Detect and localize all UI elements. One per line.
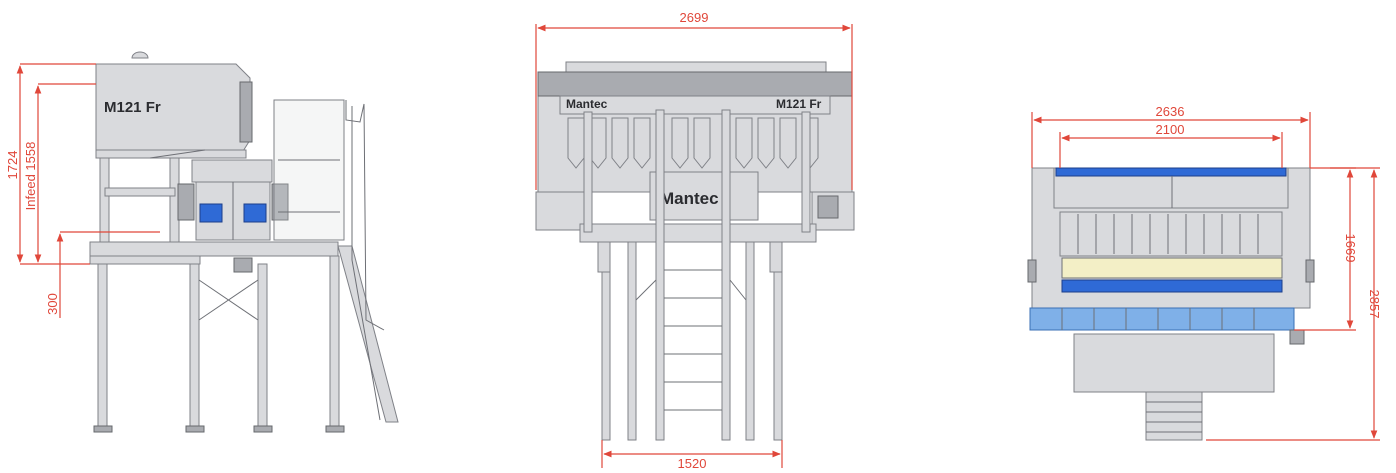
dim-total-height: 1724 bbox=[5, 151, 20, 180]
top-dim-outer: 2636 bbox=[1031, 104, 1311, 168]
front-dim-width: 2699 bbox=[535, 10, 853, 190]
model-top-right: M121 Fr bbox=[776, 97, 822, 111]
brand-center: Mantec bbox=[660, 189, 719, 208]
dim-outer-depth: 2857 bbox=[1367, 290, 1382, 319]
top-dim-inner: 2100 bbox=[1059, 122, 1283, 168]
lower-legs bbox=[93, 255, 345, 433]
dim-overall-width: 2699 bbox=[680, 10, 709, 25]
top-dim-inner-depth: 1669 bbox=[1294, 167, 1358, 331]
front-dim-base: 1520 bbox=[601, 440, 783, 471]
side-dim-total: 1724 bbox=[5, 63, 96, 265]
dim-base-width: 1520 bbox=[678, 456, 707, 471]
side-view: M121 Fr bbox=[5, 51, 399, 433]
top-dim-outer-depth: 2857 bbox=[1206, 167, 1382, 441]
weigher-housing: M121 Fr bbox=[95, 51, 253, 159]
top-view: 2636 2100 1669 2857 bbox=[1027, 104, 1382, 441]
brand-top-left: Mantec bbox=[566, 97, 608, 111]
dim-infeed-height: Infeed 1558 bbox=[23, 142, 38, 211]
top-buckets bbox=[1059, 211, 1283, 293]
front-center-body: Mantec bbox=[535, 171, 855, 243]
front-view: Mantec M121 Fr Mantec bbox=[535, 10, 855, 471]
dim-outer-width: 2636 bbox=[1156, 104, 1185, 119]
front-ladder bbox=[583, 109, 811, 441]
top-base bbox=[1073, 333, 1275, 441]
dim-inner-width: 2100 bbox=[1156, 122, 1185, 137]
dim-bottom-height: 300 bbox=[45, 293, 60, 315]
top-conveyor bbox=[1029, 307, 1305, 345]
front-legs bbox=[597, 241, 783, 441]
hopper-assembly bbox=[177, 159, 289, 241]
machine-label-side: M121 Fr bbox=[104, 99, 161, 116]
platform bbox=[89, 241, 339, 273]
dim-inner-depth: 1669 bbox=[1343, 234, 1358, 263]
side-dim-bottom: 300 bbox=[45, 231, 160, 318]
side-dim-infeed: Infeed 1558 bbox=[23, 83, 96, 263]
side-ladder bbox=[273, 99, 399, 423]
